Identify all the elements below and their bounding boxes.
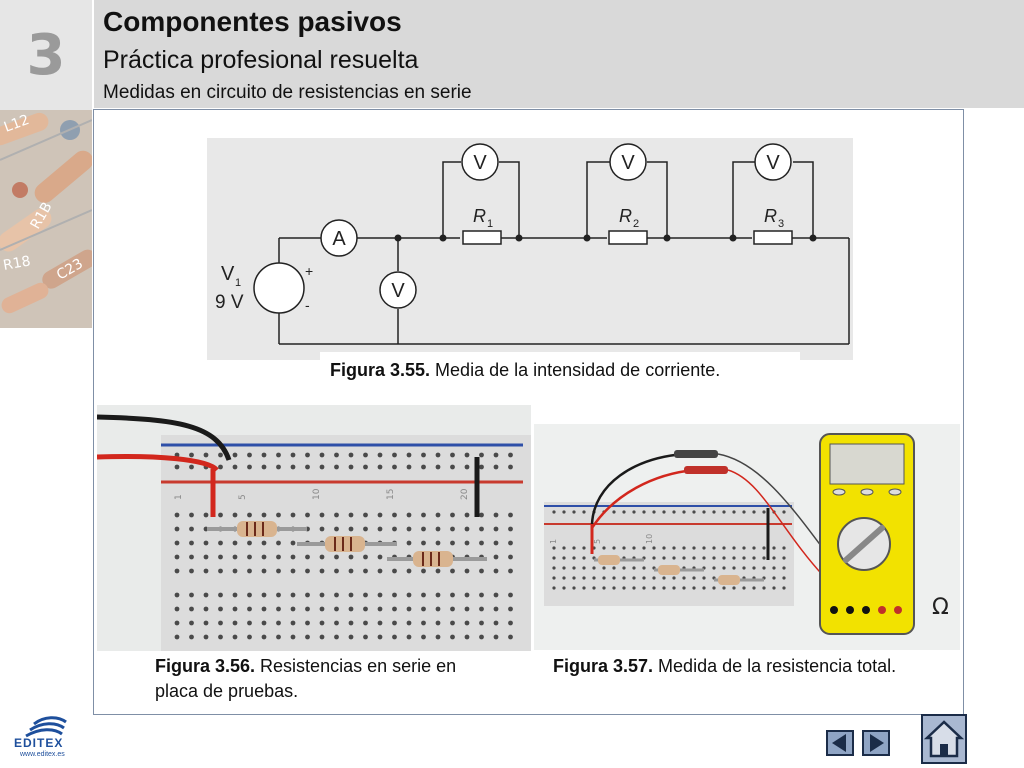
svg-text:R: R bbox=[473, 206, 486, 226]
multimeter-photo: 1 5 10 Ω bbox=[534, 424, 960, 650]
voltmeter-icon bbox=[754, 143, 792, 181]
figure-number: Figura 3.56. bbox=[155, 656, 256, 676]
svg-text:R: R bbox=[619, 206, 632, 226]
voltage-source-icon bbox=[253, 262, 305, 314]
arrow-left-icon bbox=[832, 734, 846, 752]
svg-text:10: 10 bbox=[645, 534, 654, 544]
svg-text:V: V bbox=[221, 263, 235, 285]
home-icon bbox=[923, 720, 965, 758]
svg-text:V: V bbox=[391, 280, 405, 302]
figure-caption-3-56: Figura 3.56. Resistencias en serie en pla… bbox=[145, 652, 513, 706]
svg-text:3: 3 bbox=[778, 218, 784, 230]
svg-text:5: 5 bbox=[238, 494, 248, 500]
resistor-r1 bbox=[462, 230, 502, 245]
editex-logo bbox=[25, 716, 67, 738]
svg-text:+: + bbox=[305, 263, 313, 279]
figure-caption-text: Medida de la resistencia total. bbox=[653, 656, 897, 676]
figure-caption-text: Media de la intensidad de corriente. bbox=[430, 360, 721, 380]
home-button[interactable] bbox=[921, 714, 967, 764]
page-subtitle: Práctica profesional resuelta bbox=[103, 46, 419, 74]
figure-caption-text-line2: placa de pruebas. bbox=[155, 681, 299, 701]
svg-text:1: 1 bbox=[174, 494, 184, 500]
resistor bbox=[658, 565, 680, 575]
resistor bbox=[413, 551, 453, 567]
resistor bbox=[237, 521, 277, 537]
breadboard-photo: 1 5 10 15 20 bbox=[97, 405, 531, 651]
resistor bbox=[718, 575, 740, 585]
svg-text:V: V bbox=[621, 152, 635, 174]
voltmeter-icon bbox=[461, 143, 499, 181]
series-circuit-diagram: A V V V V + - V 1 9 V R 1 R 2 R 3 bbox=[207, 138, 853, 360]
logo-url: www.editex.es bbox=[20, 751, 65, 758]
figure-caption-3-55: Figura 3.55. Media de la intensidad de c… bbox=[320, 352, 800, 385]
page-title: Componentes pasivos bbox=[103, 6, 402, 37]
ammeter-icon bbox=[320, 219, 358, 257]
svg-text:5: 5 bbox=[593, 539, 602, 544]
svg-text:-: - bbox=[305, 297, 310, 313]
figure-caption-text: Resistencias en serie en bbox=[255, 656, 457, 676]
chapter-number: 3 bbox=[26, 23, 66, 88]
arrow-right-icon bbox=[870, 734, 884, 752]
svg-text:R: R bbox=[764, 206, 777, 226]
header-bar bbox=[94, 0, 1024, 108]
resistor bbox=[325, 536, 365, 552]
svg-text:1: 1 bbox=[487, 218, 493, 230]
svg-text:20: 20 bbox=[460, 488, 470, 500]
logo-text: EDITEX bbox=[14, 736, 64, 750]
svg-text:1: 1 bbox=[235, 277, 241, 289]
resistor-r3 bbox=[753, 230, 793, 245]
resistor-r2 bbox=[608, 230, 648, 245]
svg-text:9 V: 9 V bbox=[215, 292, 244, 313]
figure-number: Figura 3.57. bbox=[553, 656, 654, 676]
ohm-symbol: Ω bbox=[932, 595, 949, 620]
voltmeter-icon bbox=[609, 143, 647, 181]
svg-text:V: V bbox=[766, 152, 780, 174]
figure-caption-3-57: Figura 3.57. Medida de la resistencia to… bbox=[545, 652, 955, 681]
svg-text:10: 10 bbox=[312, 488, 322, 500]
svg-text:15: 15 bbox=[386, 489, 396, 500]
section-title: Medidas en circuito de resistencias en s… bbox=[103, 82, 472, 103]
previous-button[interactable] bbox=[826, 730, 854, 756]
side-label: R18 bbox=[2, 253, 32, 274]
voltmeter-icon bbox=[379, 271, 417, 309]
svg-text:1: 1 bbox=[549, 539, 558, 544]
svg-text:2: 2 bbox=[633, 218, 639, 230]
svg-text:A: A bbox=[332, 228, 346, 250]
resistor bbox=[598, 555, 620, 565]
chapter-number-box bbox=[0, 0, 92, 110]
svg-text:V: V bbox=[473, 152, 487, 174]
components-photo: L12 C23 R1B R18 bbox=[0, 110, 92, 328]
next-button[interactable] bbox=[862, 730, 890, 756]
figure-number: Figura 3.55. bbox=[330, 360, 431, 380]
